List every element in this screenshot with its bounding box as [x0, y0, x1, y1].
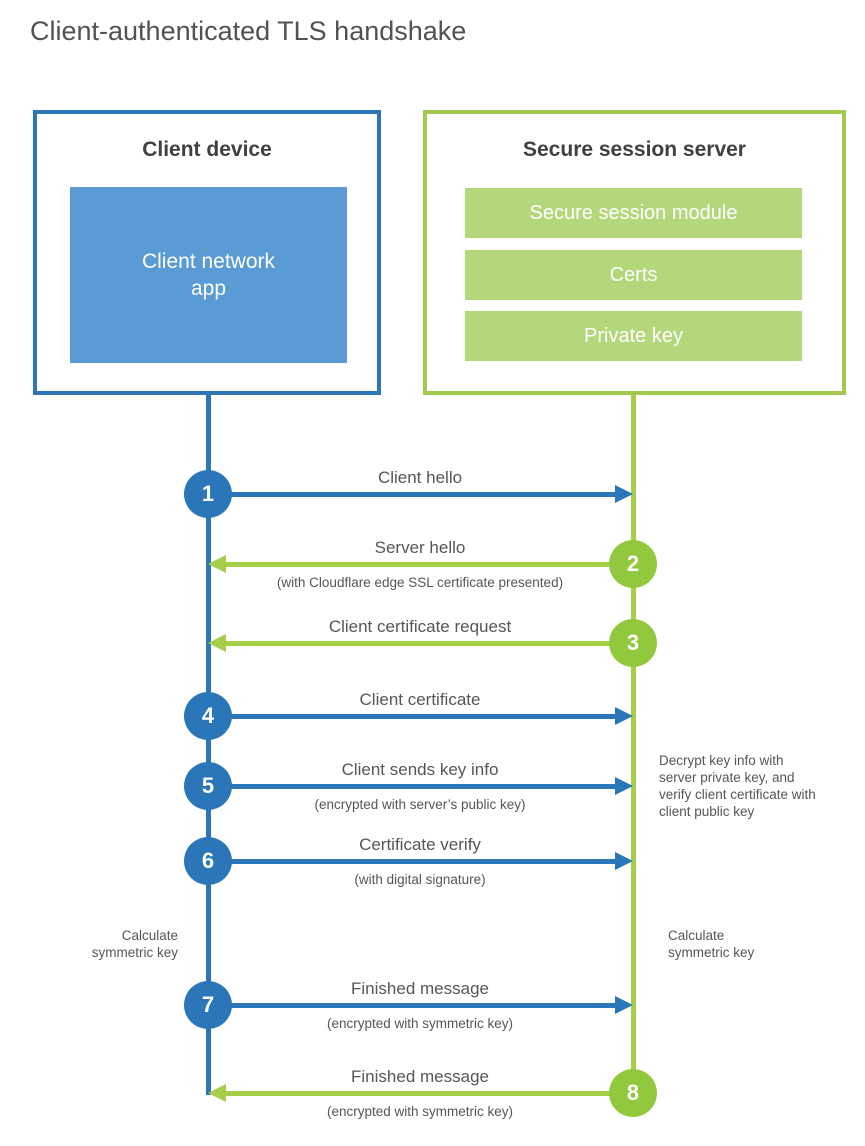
step-8-sublabel: (encrypted with symmetric key): [326, 1104, 514, 1119]
step-4-label: Client certificate: [359, 690, 481, 709]
step-2-arrowhead-icon: [208, 555, 226, 573]
step-1-arrowhead-icon: [615, 485, 633, 503]
step-3-arrow: [208, 634, 633, 652]
step-2-arrow-shaft: [226, 562, 633, 567]
step-8-arrow-shaft: [226, 1091, 633, 1096]
calculate-symmetric-key-server-note: Calculate symmetric key: [668, 928, 755, 960]
step-5-arrowhead-icon: [615, 777, 633, 795]
step-7-sublabel: (encrypted with symmetric key): [326, 1016, 514, 1031]
step-3-label: Client certificate request: [328, 617, 512, 636]
page-title: Client-authenticated TLS handshake: [30, 16, 467, 46]
calculate-symmetric-key-client-note: Calculate symmetric key: [91, 928, 178, 960]
step-6-arrowhead-icon: [615, 852, 633, 870]
step-1-label: Client hello: [377, 468, 463, 487]
step-8-arrowhead-icon: [208, 1084, 226, 1102]
decrypt-key-info-note: Decrypt key info with server private key…: [659, 753, 816, 819]
step-1-arrow-shaft: [208, 492, 615, 497]
step-4-arrow-shaft: [208, 714, 615, 719]
step-3-arrowhead-icon: [208, 634, 226, 652]
step-4-arrowhead-icon: [615, 707, 633, 725]
step-7-label: Finished message: [351, 979, 489, 998]
client-network-app-box: Client network app: [70, 187, 347, 363]
client-device-title: Client device: [142, 138, 272, 161]
server-module-bar: Secure session module: [465, 188, 802, 238]
step-2-arrow: [208, 555, 633, 573]
step-7-arrow-shaft: [208, 1003, 615, 1008]
step-8-badge: 8: [609, 1069, 657, 1117]
step-7-badge: 7: [184, 981, 232, 1029]
step-6-label: Certificate verify: [359, 835, 481, 854]
step-7-arrow: [208, 996, 633, 1014]
step-8-arrow: [208, 1084, 633, 1102]
step-3-badge: 3: [609, 619, 657, 667]
step-1-arrow: [208, 485, 633, 503]
step-3-arrow-shaft: [226, 641, 633, 646]
step-2-sublabel: (with Cloudflare edge SSL certificate pr…: [276, 575, 564, 590]
step-4-arrow: [208, 707, 633, 725]
step-1-badge: 1: [184, 470, 232, 518]
step-5-label: Client sends key info: [341, 760, 499, 779]
step-2-badge: 2: [609, 540, 657, 588]
step-6-badge: 6: [184, 837, 232, 885]
step-7-arrowhead-icon: [615, 996, 633, 1014]
secure-session-server-title: Secure session server: [523, 138, 746, 161]
step-5-arrow: [208, 777, 633, 795]
step-5-sublabel: (encrypted with server’s public key): [314, 797, 526, 812]
step-6-arrow: [208, 852, 633, 870]
step-5-badge: 5: [184, 762, 232, 810]
step-4-badge: 4: [184, 692, 232, 740]
server-private-key-bar: Private key: [465, 311, 802, 361]
step-6-sublabel: (with digital signature): [354, 872, 486, 887]
client-lifeline: [206, 394, 211, 1095]
step-2-label: Server hello: [374, 538, 466, 557]
step-5-arrow-shaft: [208, 784, 615, 789]
step-8-label: Finished message: [351, 1067, 489, 1086]
server-certs-bar: Certs: [465, 250, 802, 300]
server-lifeline: [631, 395, 636, 1095]
step-6-arrow-shaft: [208, 859, 615, 864]
